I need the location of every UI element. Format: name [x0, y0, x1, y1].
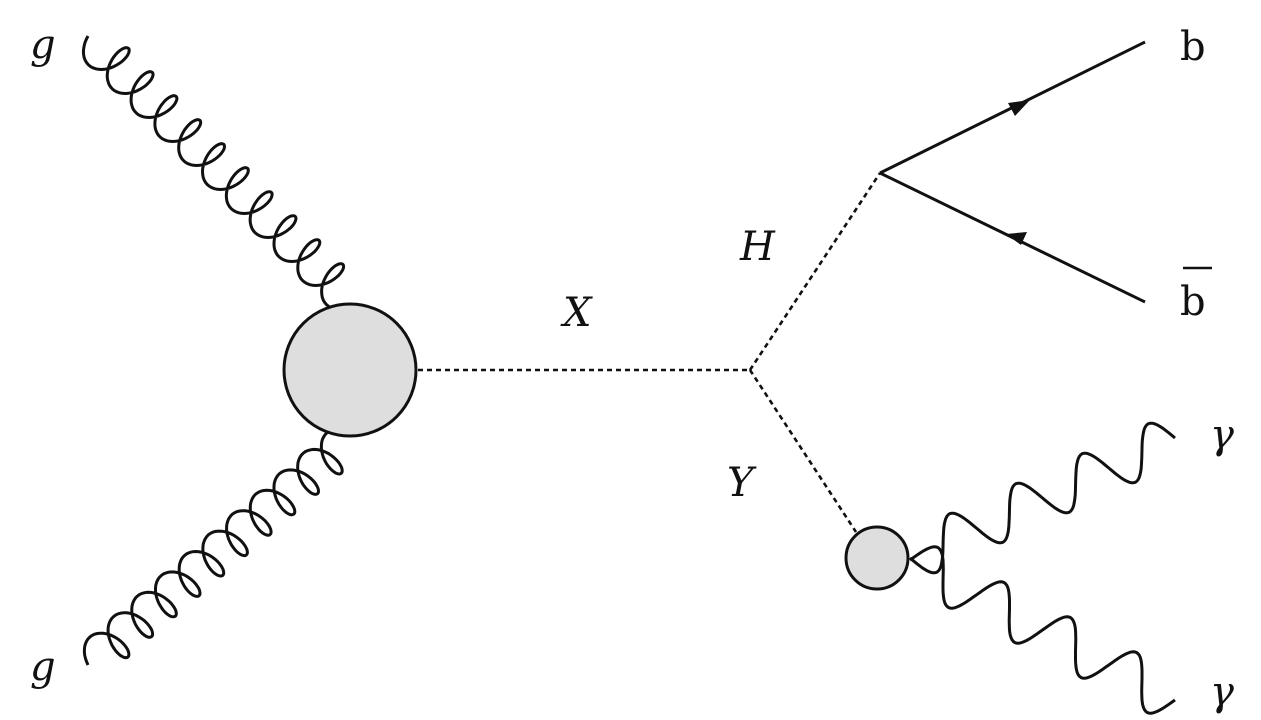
- arrow-out-icon: [1008, 100, 1030, 116]
- gluon-line-top: [81, 35, 356, 312]
- label-photon-top: γ: [1210, 412, 1234, 458]
- higgs-propagator: [748, 172, 882, 371]
- photon-line-bottom: [909, 545, 1176, 715]
- decay-vertex-blob: [844, 525, 910, 591]
- label-bbar: b: [1180, 279, 1206, 325]
- y-propagator: [748, 369, 858, 533]
- gluon-line-bottom: [82, 427, 356, 666]
- label-b: b: [1180, 24, 1206, 70]
- label-x: X: [560, 290, 593, 336]
- arrow-in-icon: [1006, 232, 1027, 245]
- label-y: Y: [727, 460, 757, 506]
- label-gluon-bottom: g: [30, 644, 56, 690]
- label-h: H: [739, 224, 776, 270]
- photon-line-top: [909, 421, 1176, 575]
- label-photon-bottom: γ: [1210, 669, 1234, 715]
- label-gluon-top: g: [30, 22, 56, 68]
- production-vertex-blob: [282, 302, 418, 438]
